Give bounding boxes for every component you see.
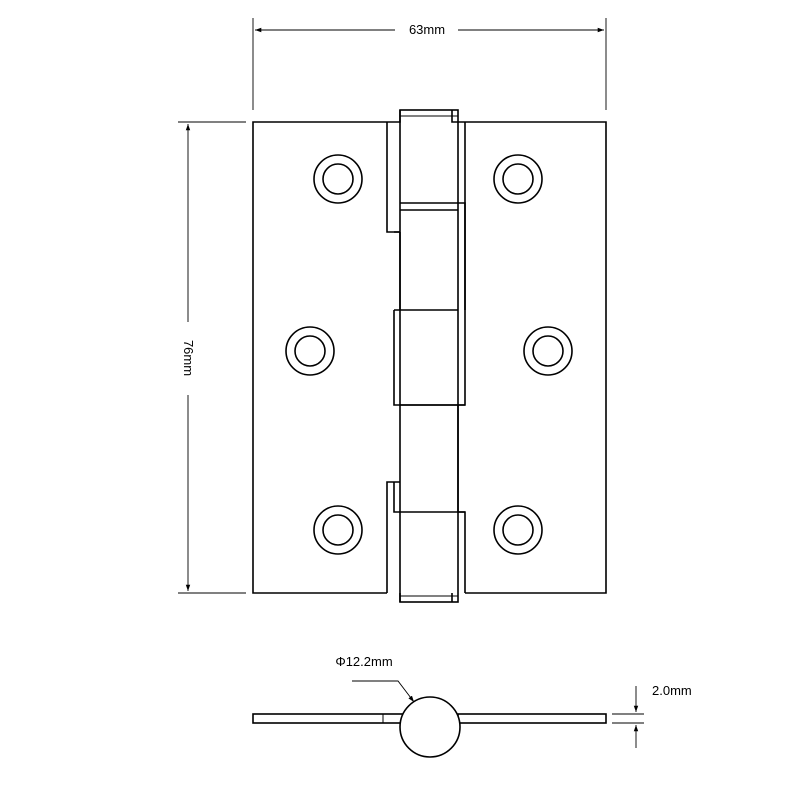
thickness-label: 2.0mm [652, 683, 692, 698]
knuckle-joint-3 [400, 404, 465, 512]
knuckle-joint-1 [400, 202, 466, 310]
knuckle-joint-2 [393, 231, 458, 406]
knuckle-joint-4 [393, 482, 465, 513]
screw-hole-left-bottom [313, 505, 363, 555]
diameter-callout: Φ12.2mm [335, 654, 415, 703]
end-view-right-leaf [457, 713, 607, 724]
front-view [252, 109, 607, 603]
end-view-left-leaf [252, 713, 404, 724]
screw-hole-right-middle [523, 326, 573, 376]
screw-hole-right-bottom [493, 505, 543, 555]
left-leaf-outline [252, 121, 387, 594]
thickness-dimension: 2.0mm [612, 683, 692, 748]
screw-hole-right-top [493, 154, 543, 204]
screw-hole-left-top [313, 154, 363, 204]
screw-hole-left-middle [285, 326, 335, 376]
knuckle-circle [399, 696, 461, 758]
width-label: 63mm [409, 22, 445, 37]
right-leaf-outline [465, 121, 607, 594]
knuckle-barrel [399, 109, 459, 603]
width-dimension: 63mm [252, 18, 607, 110]
height-dimension: 76mm [178, 121, 246, 594]
end-view [252, 696, 607, 758]
height-label: 76mm [181, 340, 196, 376]
diameter-label: Φ12.2mm [335, 654, 392, 669]
